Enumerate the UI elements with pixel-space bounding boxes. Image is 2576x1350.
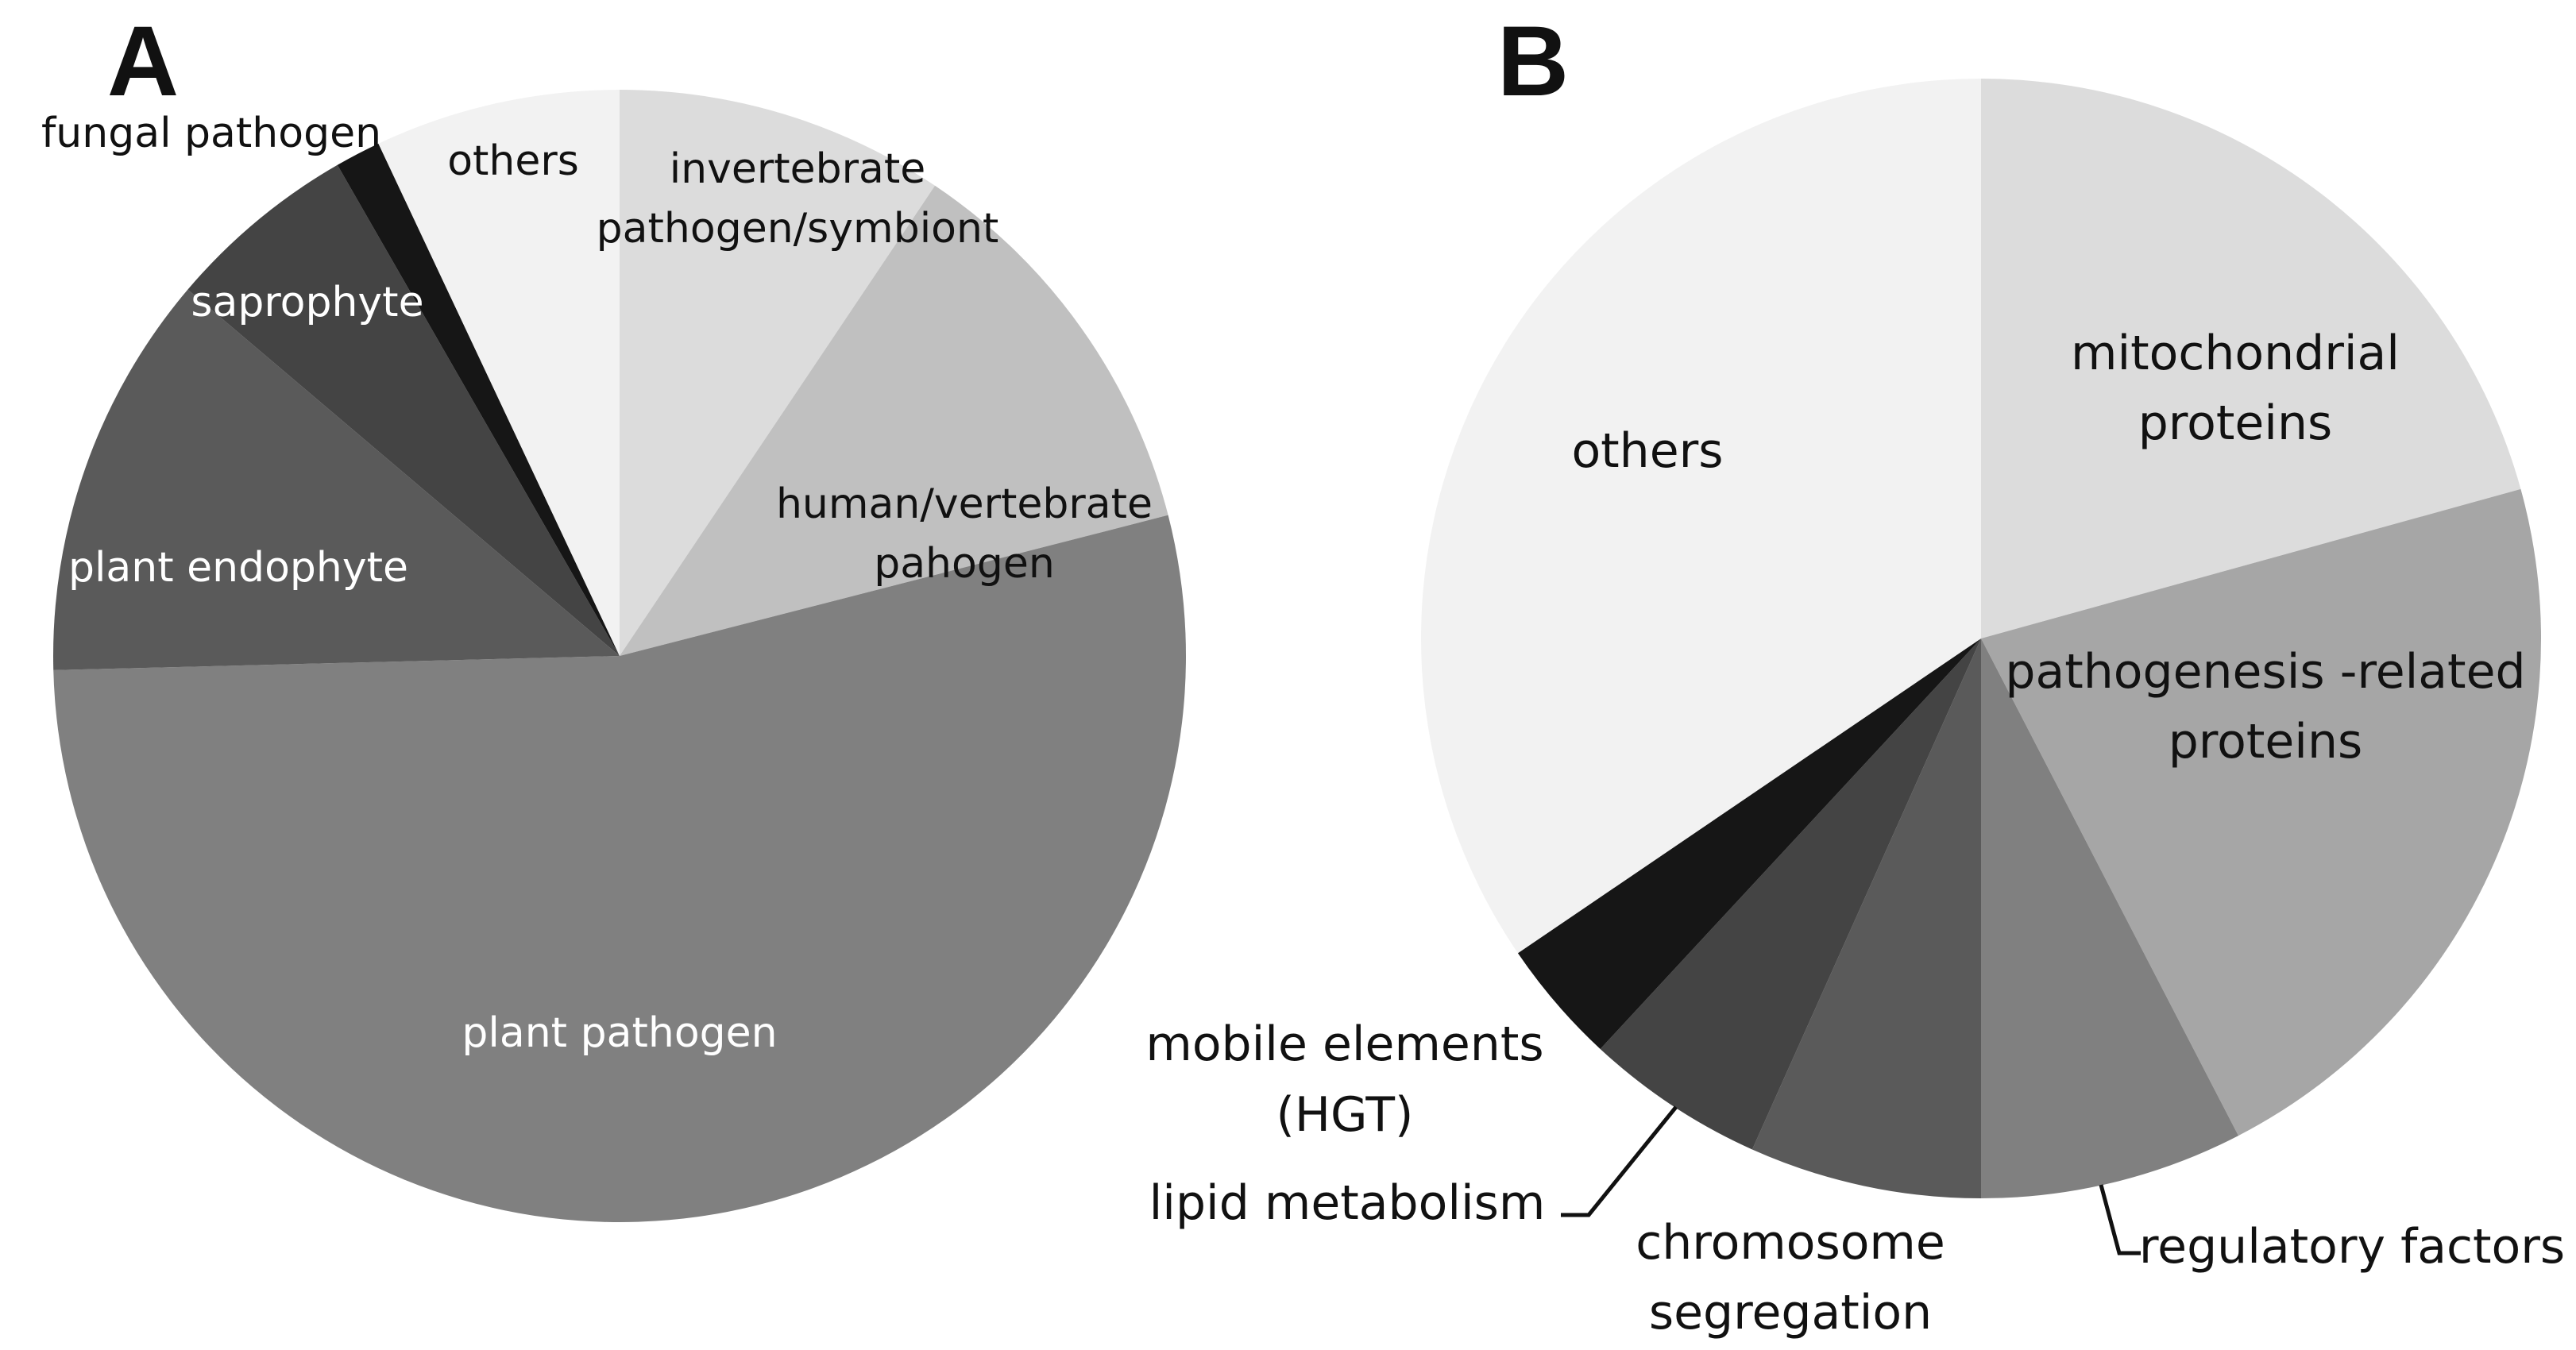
slice-label-plant-pathogen: plant pathogen <box>462 1009 777 1057</box>
leader-line-regulatory-factors <box>2099 1184 2141 1256</box>
slice-label-others-a: others <box>447 137 579 185</box>
pie-b-slice-mobile-elements-hgt <box>1517 638 1981 1049</box>
slice-label-chromosome-line1: chromosome <box>1636 1215 1945 1271</box>
pie-a-slice-saprophyte <box>187 164 620 656</box>
panel-letter-a: A <box>107 6 179 117</box>
slice-label-saprophyte: saprophyte <box>191 279 423 326</box>
pie-b-slice-pathogenesis-related-proteins <box>1981 488 2542 1136</box>
pie-a-slice-invertebrate-pathogen-symbiont <box>620 90 936 656</box>
slice-label-others-b: others <box>1571 423 1723 479</box>
slice-label-invertebrate-line2: pathogen/symbiont <box>597 205 999 253</box>
pie-chart-b <box>1421 79 2542 1198</box>
slice-label-pathogenesis-line2: proteins <box>2169 714 2363 770</box>
slice-label-mobile-line1: mobile elements <box>1145 1016 1543 1072</box>
slice-label-chromosome-line2: segregation <box>1649 1285 1932 1340</box>
pie-a-slice-fungal-pathogen <box>337 143 620 657</box>
leader-line-lipid-metabolism <box>1561 1105 1678 1217</box>
panel-letter-b: B <box>1497 6 1569 117</box>
slice-label-mobile-line2: (HGT) <box>1276 1087 1414 1143</box>
pie-b-slice-others <box>1421 79 1981 954</box>
slice-label-lipid-metabolism: lipid metabolism <box>1149 1175 1546 1231</box>
slice-label-invertebrate-line1: invertebrate <box>670 145 926 193</box>
slice-label-fungal-pathogen: fungal pathogen <box>41 110 381 157</box>
pie-b-slice-mitochondrial-proteins <box>1981 79 2521 638</box>
slice-label-pathogenesis-line1: pathogenesis -related <box>2005 644 2525 700</box>
pie-chart-a <box>53 90 1187 1223</box>
pie-b-slice-regulatory-factors <box>1981 638 2238 1198</box>
pie-a-slice-human-vertebrate-pahogen <box>620 185 1168 657</box>
pie-a-slice-plant-pathogen <box>53 515 1187 1223</box>
slice-label-mitochondrial-line1: mitochondrial <box>2071 326 2400 381</box>
slice-label-human-line1: human/vertebrate <box>776 480 1153 528</box>
pie-a-slice-others <box>378 90 620 656</box>
pie-a-slice-plant-endophyte <box>53 289 620 670</box>
leader-lines <box>1561 1105 2141 1256</box>
pie-b-slice-lipid-metabolism <box>1600 638 1981 1150</box>
slice-label-mitochondrial-line2: proteins <box>2138 395 2333 451</box>
slice-label-regulatory-factors: regulatory factors <box>2139 1219 2565 1275</box>
slice-label-plant-endophyte: plant endophyte <box>68 544 408 592</box>
slice-label-human-line2: pahogen <box>874 540 1055 588</box>
pie-b-slice-chromosome-segregation <box>1751 638 1981 1198</box>
